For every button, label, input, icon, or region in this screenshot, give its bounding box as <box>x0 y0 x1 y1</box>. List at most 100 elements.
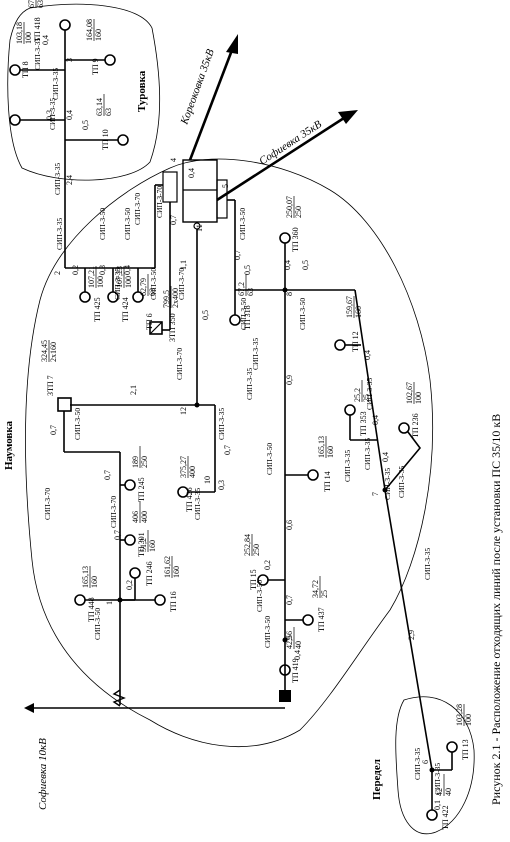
tp424-rated: 100 <box>124 276 133 288</box>
wire-label-w15: СИП-3-50 <box>239 298 248 330</box>
tp360-name: ТП 360 <box>291 227 300 252</box>
length-l25: 0,7 <box>103 470 112 480</box>
length-l14: 0,5 <box>243 265 252 275</box>
tp360-symbol <box>279 232 291 244</box>
ztp350-name: ЗТП 350 <box>168 313 177 342</box>
tp422-symbol <box>426 809 438 821</box>
node-n3: 3 <box>65 58 74 62</box>
tp318-load: 67,2 <box>237 282 246 296</box>
tp419-rated: 40 <box>294 641 303 649</box>
wire-label-w10: СИП-3-50 <box>123 208 132 240</box>
tp301-name: ТП 301 <box>137 532 146 557</box>
tp360-load: 250,07 <box>285 196 294 218</box>
node-n11: 11 <box>195 224 204 232</box>
wire-label-w7: СИП-3-70 <box>133 193 142 225</box>
tp353-symbol <box>344 404 356 416</box>
label-10kv-sofievka: Софиевка 10кВ <box>37 738 49 810</box>
tp418-load: 67,20 <box>27 0 36 8</box>
wire-label-w32: СИП-3-35 <box>413 748 422 780</box>
tp425-load: 107,21 <box>87 266 96 288</box>
wire-label-w20: СИП-3-35 <box>363 438 372 470</box>
node-n10: 10 <box>203 476 212 484</box>
tp318-symbol <box>229 314 241 326</box>
wire-label-w28: СИП-3-50 <box>255 580 264 612</box>
wire-label-w5: СИП-3-35 <box>55 218 64 250</box>
area-turovka: Туровка <box>136 70 148 112</box>
length-l29: 0,4 <box>293 650 302 660</box>
length-l27: 0,2 <box>263 560 272 570</box>
wire-label-w22: СИП-3-35 <box>383 468 392 500</box>
length-l31: 2,9 <box>407 630 416 640</box>
tp12-name: ТП 12 <box>351 331 360 352</box>
tp6-name: ТП 6 <box>145 313 154 330</box>
tp437-symbol <box>302 614 314 626</box>
wire-label-w13: СИП-3-50 <box>238 208 247 240</box>
wire-label-w4: СИП-3-35 <box>53 163 62 195</box>
area-naumovka: Наумовка <box>3 420 15 470</box>
node-n4: 4 <box>169 158 178 162</box>
wire-label-w34: СИП-3-50 <box>93 608 102 640</box>
tp16-rated: 160 <box>172 566 181 578</box>
wire-tp236 <box>384 431 422 491</box>
tp6-rated: 63 <box>148 288 157 296</box>
tp8-rated: 100 <box>24 32 33 44</box>
tp9-load: 164,08 <box>85 19 94 41</box>
length-l33: 0,7 <box>113 530 122 540</box>
node-11-dot <box>193 222 201 230</box>
tp246-rated: 160 <box>148 540 157 552</box>
length-l28: 0,7 <box>285 595 294 605</box>
substation-cell-left <box>162 171 178 203</box>
tp422-rated: 40 <box>444 788 453 796</box>
tp353-name: ТП 353 <box>359 411 368 436</box>
tp418-symbol <box>59 19 71 31</box>
tp418-rated: 63 <box>36 0 45 8</box>
wire-diag-to-peredel <box>384 489 433 771</box>
tp425-name: ТП 425 <box>93 297 102 322</box>
node-9-dot <box>282 637 288 643</box>
tp9-symbol <box>104 54 116 66</box>
label-35kv-korokovka: Кореоковка 35кВ <box>178 47 217 127</box>
tp9-rated: 160 <box>94 29 103 41</box>
tp301-symbol <box>124 534 136 546</box>
tp246-name: ТП 246 <box>145 561 154 586</box>
length-l32: 0,1 <box>433 800 442 810</box>
length-l4: 2,4 <box>65 175 74 185</box>
tp353-load: 25,2 <box>353 388 362 402</box>
tp236-rated: 100 <box>414 392 423 404</box>
wire-label-w14: СИП-3-50 <box>298 298 307 330</box>
node-n8: 8 <box>285 292 294 296</box>
area-peredel: Передел <box>371 759 383 800</box>
tp426-name: ТП 426 <box>185 487 194 512</box>
arrow-sofievka-icon <box>338 110 358 124</box>
tp10-rated: 63 <box>104 108 113 116</box>
tp10-load: 63,14 <box>95 98 104 116</box>
tp422-load: 42 <box>435 788 444 796</box>
node-n5: 5 <box>221 184 230 188</box>
tp12-symbol <box>334 339 346 351</box>
tp10-symbol <box>117 134 129 146</box>
naumovka-boundary <box>25 158 433 748</box>
node-n1: 1 <box>105 601 114 605</box>
tp236-name: ТП 236 <box>411 413 420 438</box>
tp419-name: ТП 419 <box>291 658 300 683</box>
length-l15: 0,4 <box>283 260 292 270</box>
wire-label-w6: СИП-3-70 <box>43 488 52 520</box>
arrow-10kv-icon <box>24 703 34 713</box>
length-l30: 0,2 <box>125 580 134 590</box>
wire-label-w1: СИП-3-35 <box>33 38 42 70</box>
tp14-rated: 160 <box>326 446 335 458</box>
length-l22: 0,4 <box>381 452 390 462</box>
line-35kv-sofievka <box>216 116 345 202</box>
length-l13: 0,7 <box>233 250 242 260</box>
length-l5: 0,4 <box>65 110 74 120</box>
tp15-load: 252,84 <box>243 534 252 556</box>
tp425-rated: 100 <box>96 276 105 288</box>
tp437-name: ТП 437 <box>317 607 326 632</box>
tp426-load: 375,27 <box>179 456 188 478</box>
ztp350-rated: 2х400 <box>171 288 180 308</box>
tp245-load: 189 <box>131 456 140 468</box>
ztp350-diag <box>149 321 163 335</box>
